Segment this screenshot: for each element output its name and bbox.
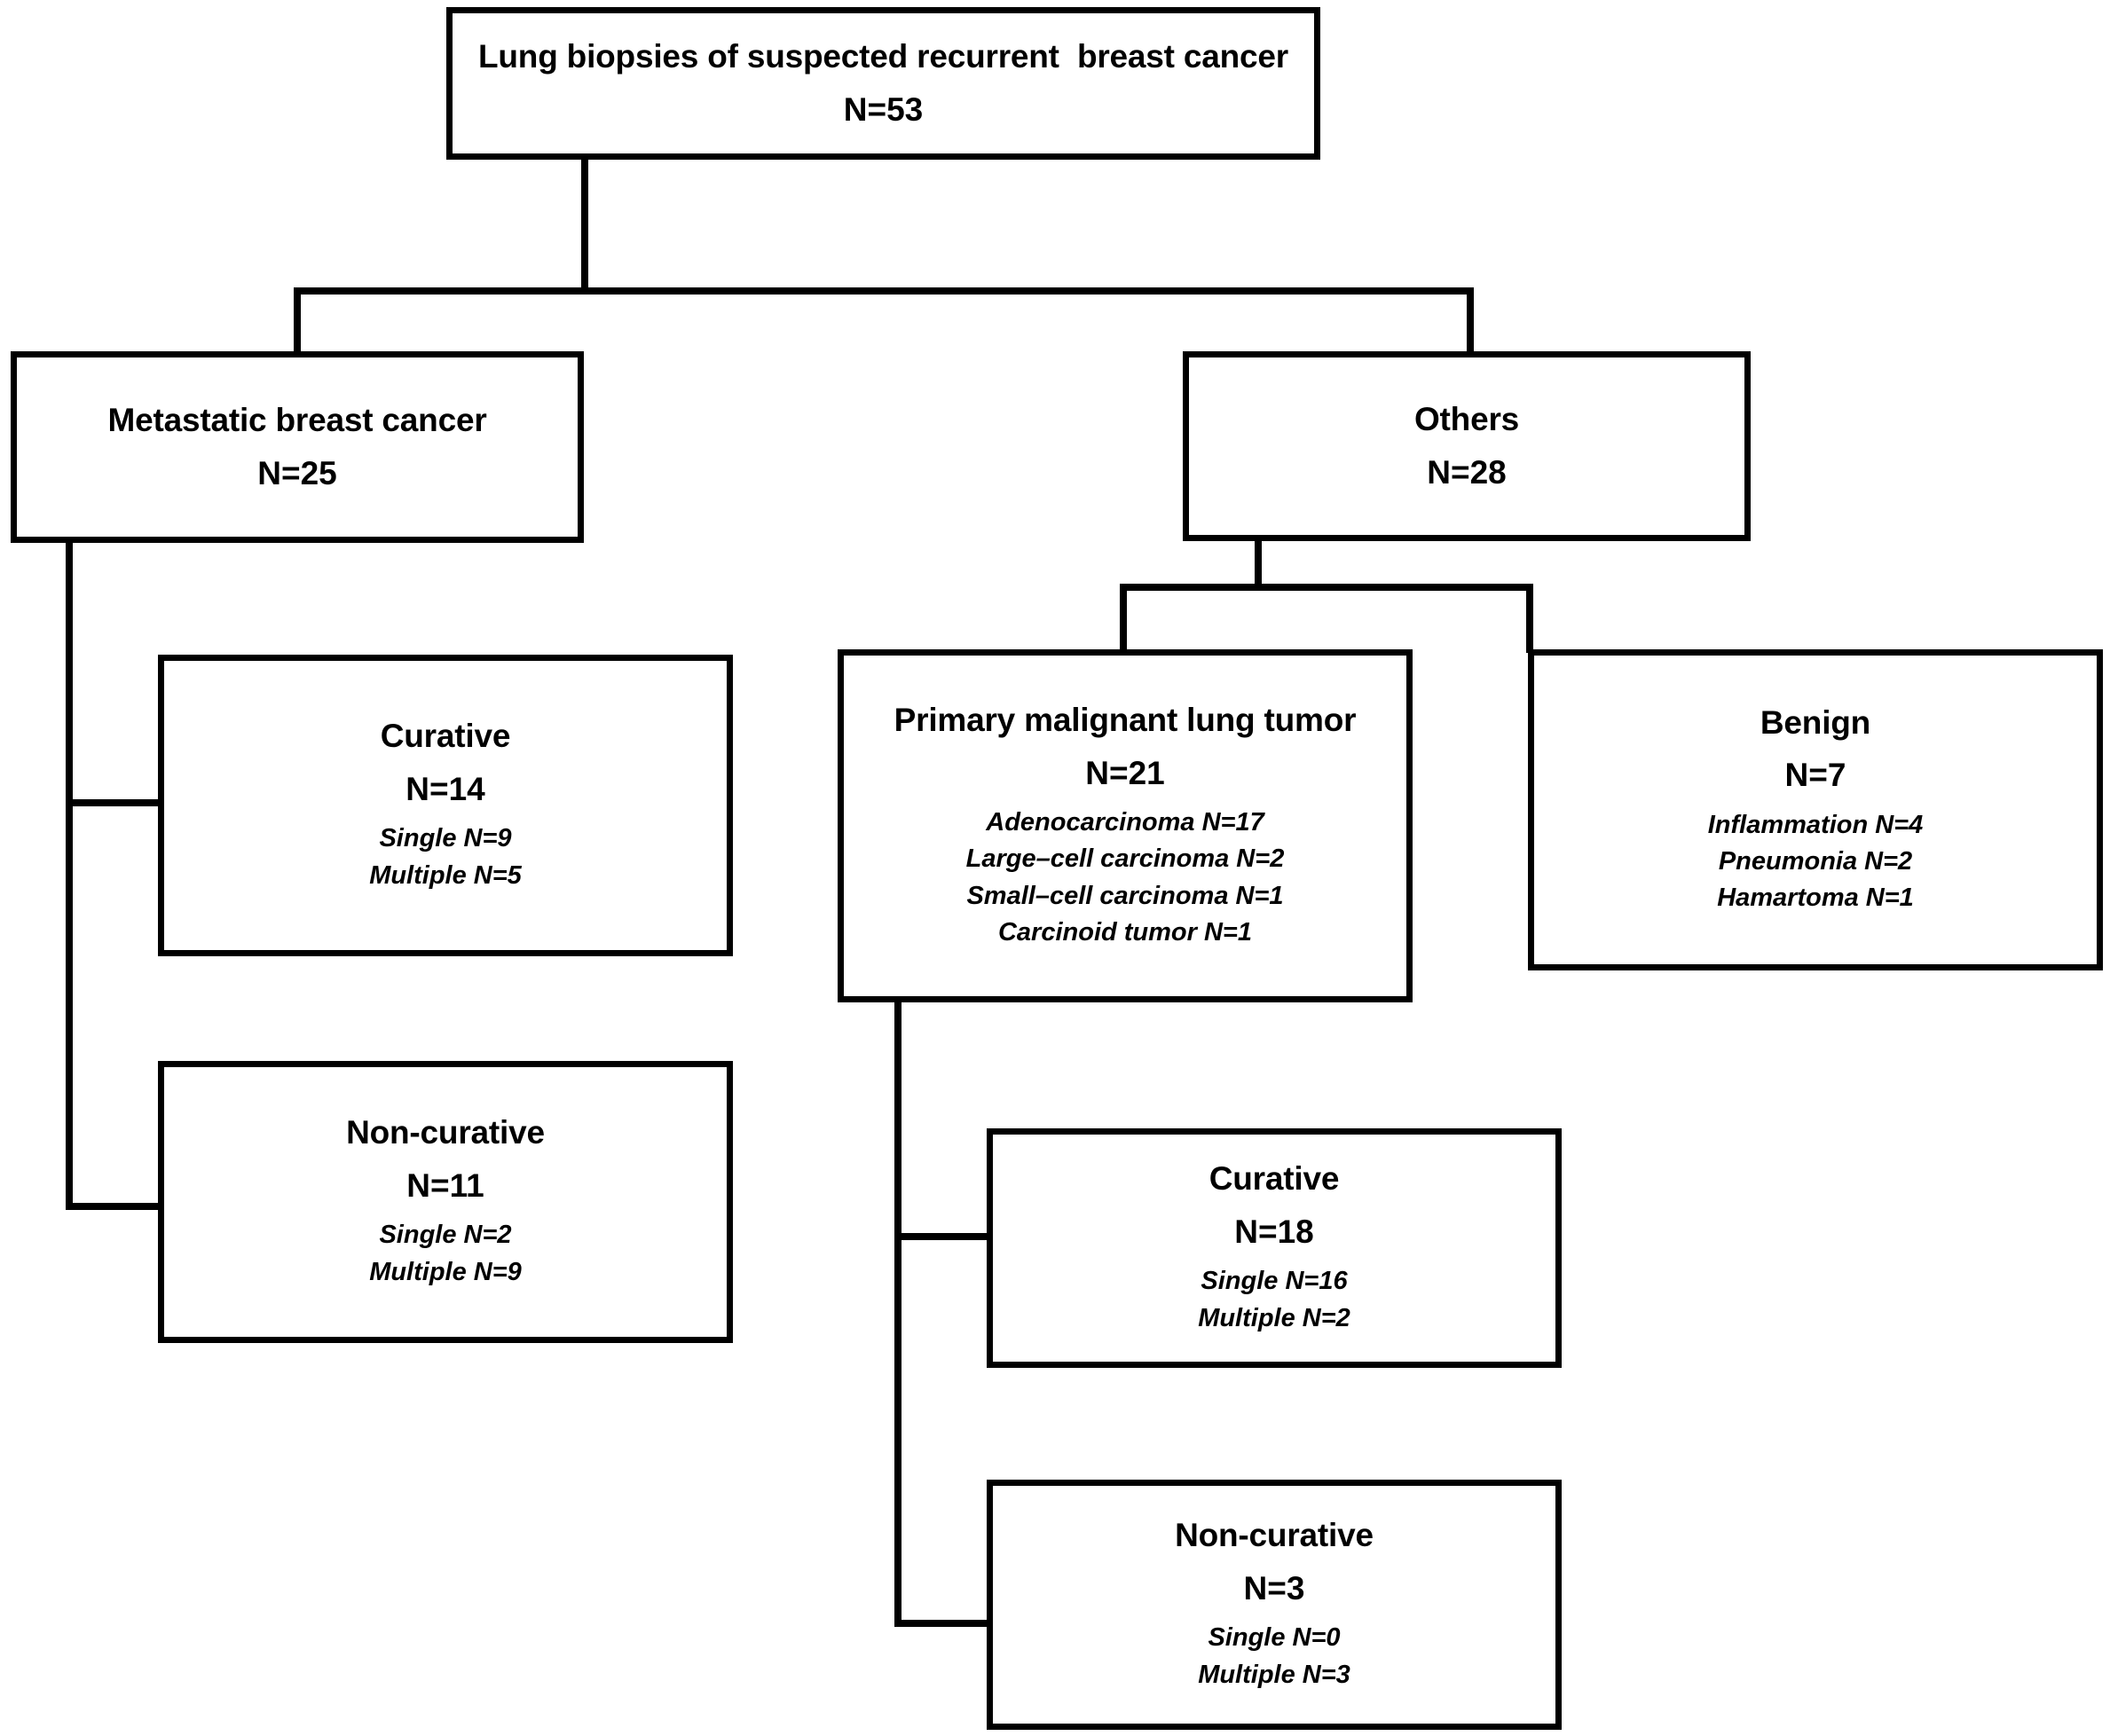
connector-to-metastatic [294,287,301,355]
detail-multiple: Multiple N=9 [369,1257,522,1286]
connector-primary-to-noncurative [894,1620,992,1627]
node-root[interactable]: Lung biopsies of suspected recurrent bre… [446,7,1320,160]
node-others-label: Others [1413,401,1520,438]
detail-pneumonia: Pneumonia N=2 [1718,847,1913,876]
detail-large-cell-carcinoma: Large–cell carcinoma N=2 [965,844,1285,874]
detail-multiple: Multiple N=3 [1198,1660,1350,1689]
detail-single: Single N=9 [379,824,512,853]
connector-root-stem [581,156,588,295]
node-root-count: N=53 [843,91,924,128]
node-primary-tumor-count: N=21 [1085,754,1165,791]
node-primary-tumor-details: Adenocarcinoma N=17 Large–cell carcinoma… [966,805,1285,951]
connector-primary-to-curative [894,1233,992,1240]
node-metastatic-curative[interactable]: Curative N=14 Single N=9 Multiple N=5 [158,655,733,956]
node-primary-noncurative[interactable]: Non-curative N=3 Single N=0 Multiple N=3 [987,1480,1562,1730]
detail-carcinoid-tumor: Carcinoid tumor N=1 [997,917,1252,947]
node-metastatic-curative-count: N=14 [405,770,485,807]
node-primary-noncurative-label: Non-curative [1175,1517,1374,1554]
detail-multiple: Multiple N=2 [1198,1303,1350,1332]
node-metastatic-breast-cancer[interactable]: Metastatic breast cancer N=25 [11,351,584,543]
node-primary-tumor-label: Primary malignant lung tumor [894,702,1357,738]
node-metastatic-noncurative-details: Single N=2 Multiple N=9 [369,1217,522,1290]
detail-single: Single N=16 [1201,1267,1348,1296]
node-primary-curative-count: N=18 [1234,1213,1314,1250]
node-metastatic-noncurative[interactable]: Non-curative N=11 Single N=2 Multiple N=… [158,1061,733,1343]
node-primary-noncurative-count: N=3 [1243,1569,1305,1606]
connector-primary-trunk [894,995,901,1627]
node-primary-malignant-lung-tumor[interactable]: Primary malignant lung tumor N=21 Adenoc… [838,649,1413,1002]
node-metastatic-label: Metastatic breast cancer [107,402,487,439]
connector-level1-bar [294,287,1474,295]
connector-metastatic-to-curative [66,799,163,806]
node-benign-label: Benign [1760,703,1871,741]
connector-level2-bar [1120,584,1533,591]
node-benign-count: N=7 [1784,757,1846,794]
connector-to-benign [1526,584,1533,653]
node-metastatic-count: N=25 [257,455,337,491]
detail-hamartoma: Hamartoma N=1 [1717,884,1914,913]
node-primary-curative-details: Single N=16 Multiple N=2 [1198,1263,1350,1336]
node-metastatic-noncurative-count: N=11 [406,1166,484,1204]
node-others-count: N=28 [1427,454,1507,491]
node-primary-noncurative-details: Single N=0 Multiple N=3 [1198,1620,1350,1693]
connector-to-others [1467,287,1474,355]
node-metastatic-curative-details: Single N=9 Multiple N=5 [369,821,522,893]
node-benign[interactable]: Benign N=7 Inflammation N=4 Pneumonia N=… [1528,649,2103,970]
detail-adenocarcinoma: Adenocarcinoma N=17 [986,808,1264,837]
node-root-label: Lung biopsies of suspected recurrent bre… [477,38,1288,75]
detail-small-cell-carcinoma: Small–cell carcinoma N=1 [966,881,1284,910]
detail-multiple: Multiple N=5 [369,860,522,890]
node-primary-curative[interactable]: Curative N=18 Single N=16 Multiple N=2 [987,1128,1562,1368]
connector-others-stem [1255,534,1262,587]
node-others[interactable]: Others N=28 [1183,351,1751,541]
detail-single: Single N=0 [1208,1623,1341,1653]
node-benign-details: Inflammation N=4 Pneumonia N=2 Hamartoma… [1708,807,1924,917]
connector-to-primary-tumor [1120,584,1127,653]
detail-single: Single N=2 [379,1221,512,1250]
node-primary-curative-label: Curative [1209,1160,1340,1198]
node-metastatic-noncurative-label: Non-curative [346,1114,545,1151]
connector-metastatic-to-noncurative [66,1203,163,1210]
detail-inflammation: Inflammation N=4 [1707,810,1924,839]
node-metastatic-curative-label: Curative [380,718,511,755]
connector-metastatic-trunk [66,538,73,1210]
